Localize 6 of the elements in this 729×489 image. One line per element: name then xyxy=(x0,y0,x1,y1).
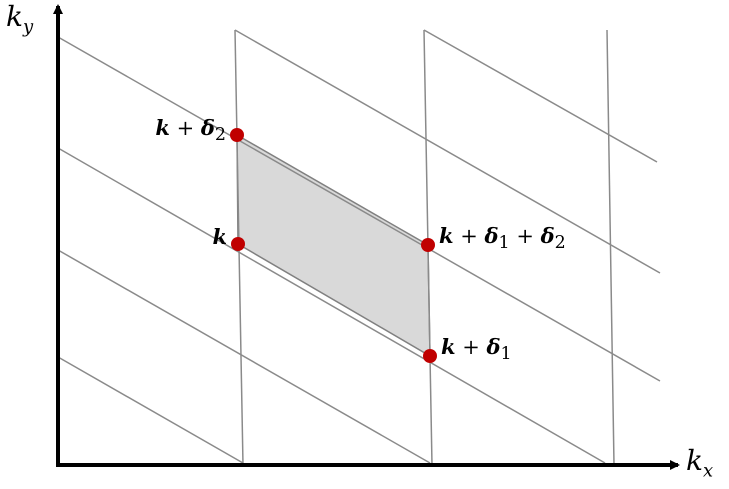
point-label: k + δ$_{1}$ + δ$_{2}$ xyxy=(439,224,566,256)
point-label: k xyxy=(212,225,227,249)
axis-label: k$_{y}$ xyxy=(6,2,34,40)
axis-label: k$_{x}$ xyxy=(686,446,714,484)
point-label: k + δ$_{1}$ xyxy=(441,335,512,366)
point-label: k + δ$_{2}$ xyxy=(155,116,226,148)
